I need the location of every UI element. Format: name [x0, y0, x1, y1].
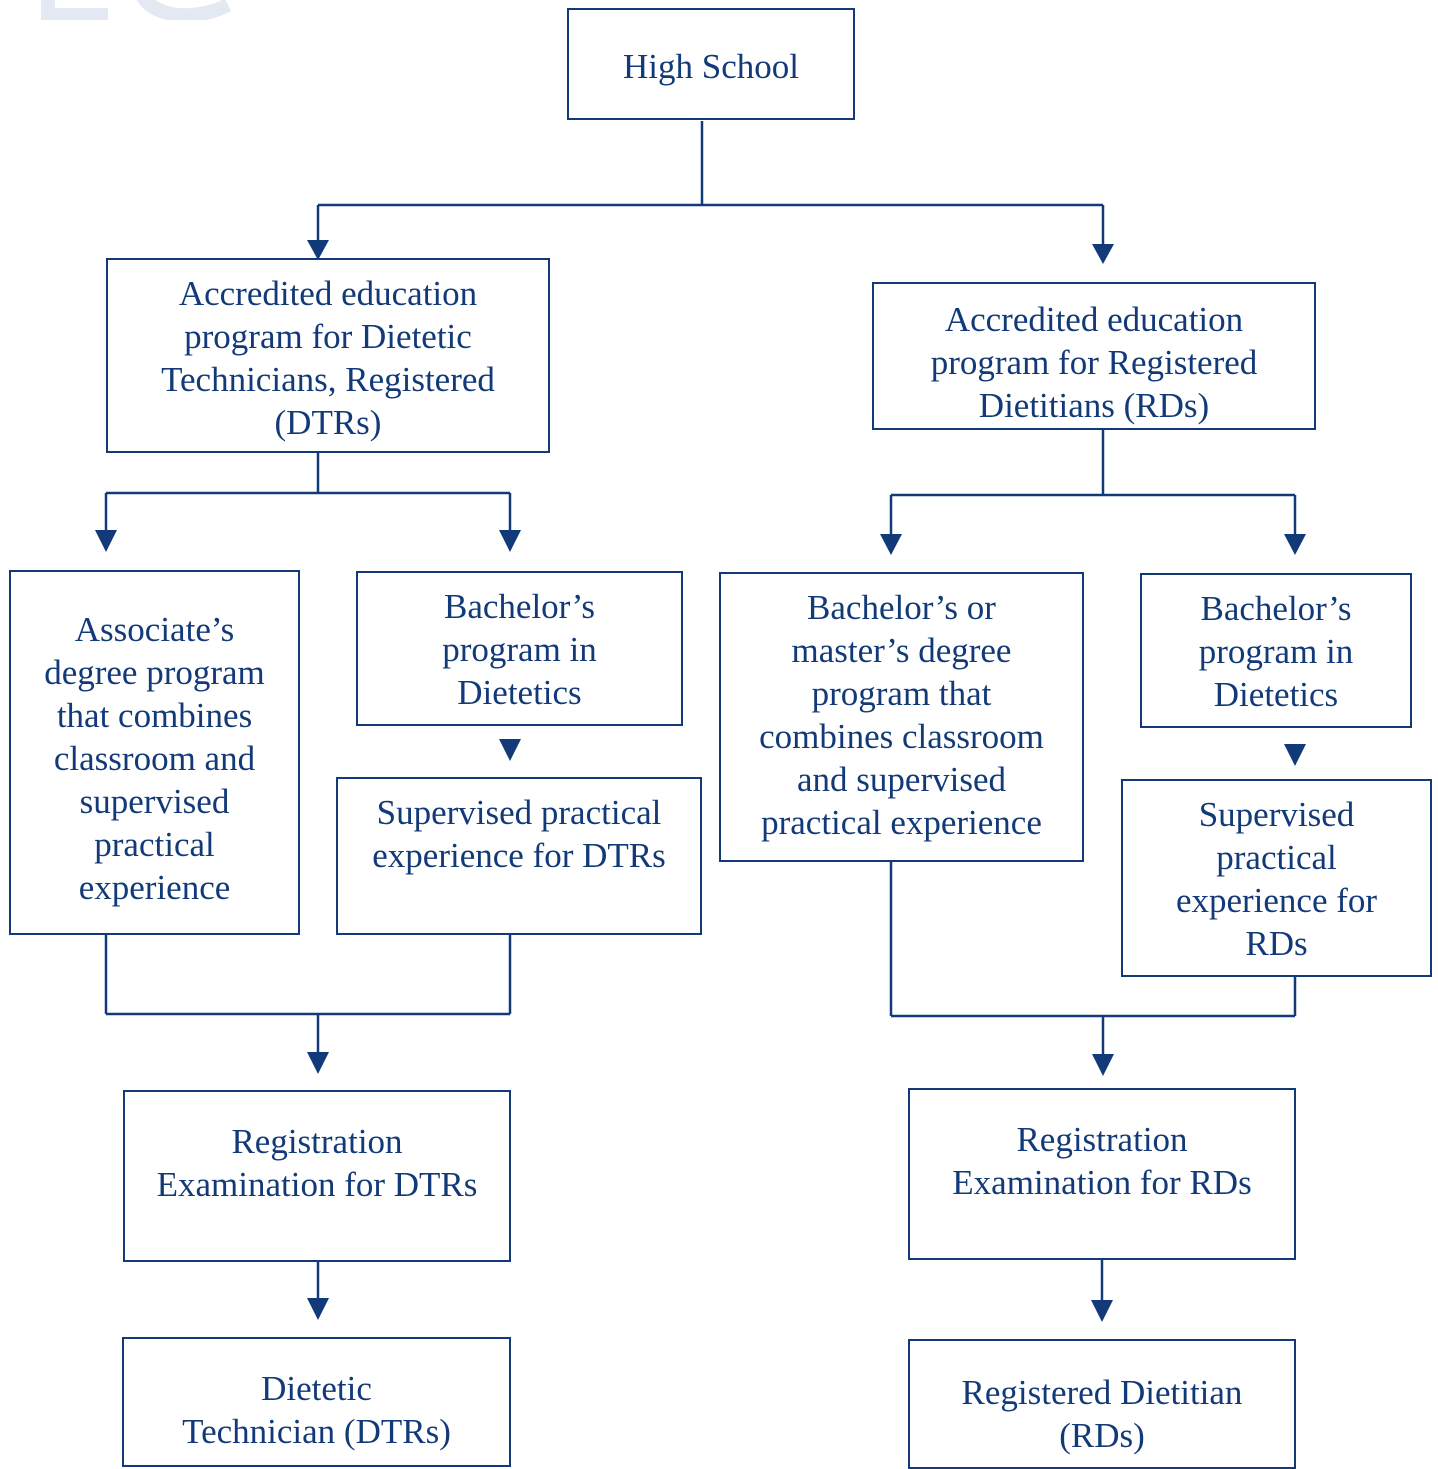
dtr-supervised-box: Supervised practical experience for DTRs	[336, 777, 702, 935]
rd-degree-box: Bachelor’s or master’s degree program th…	[719, 572, 1084, 862]
dtr-credential-box: Dietetic Technician (DTRs)	[122, 1337, 511, 1467]
rd-exam-label: Registration Examination for RDs	[952, 1120, 1252, 1202]
arrow-to-rd-supervised	[1284, 744, 1306, 766]
associates-degree-label: Associate’s degree program that combines…	[44, 610, 265, 907]
rd-program-label: Accredited education program for Registe…	[930, 300, 1258, 425]
dtr-exam-box: Registration Examination for DTRs	[123, 1090, 511, 1262]
high-school-label: High School	[623, 47, 799, 86]
rd-exam-box: Registration Examination for RDs	[908, 1088, 1296, 1260]
rd-bachelors-box: Bachelor’s program in Dietetics	[1140, 573, 1412, 728]
arrow-to-rd-bachelors	[1284, 534, 1306, 555]
arrow-to-rd-exam	[1092, 1054, 1114, 1076]
arrow-to-dtr-program	[307, 240, 329, 260]
associates-degree-box: Associate’s degree program that combines…	[9, 570, 300, 935]
watermark-logo	[41, 0, 232, 20]
arrow-to-dtr-supervised	[499, 739, 521, 761]
rd-supervised-box: Supervised practical experience for RDs	[1121, 779, 1432, 977]
dtr-program-label: Accredited education program for Dieteti…	[161, 274, 495, 442]
dtr-bachelors-label: Bachelor’s program in Dietetics	[442, 587, 597, 712]
arrow-to-rd-credential	[1091, 1300, 1113, 1322]
rd-bachelors-label: Bachelor’s program in Dietetics	[1198, 589, 1354, 714]
dtr-program-box: Accredited education program for Dieteti…	[106, 258, 550, 453]
arrow-to-rd-degree	[880, 534, 902, 555]
rd-supervised-label: Supervised practical experience for RDs	[1175, 795, 1378, 963]
dtr-exam-label: Registration Examination for DTRs	[156, 1122, 478, 1204]
rd-credential-label: Registered Dietitian (RDs)	[961, 1373, 1243, 1455]
dtr-credential-label: Dietetic Technician (DTRs)	[182, 1369, 451, 1451]
arrow-to-dtr-credential	[307, 1298, 329, 1320]
dtr-supervised-label: Supervised practical experience for DTRs	[372, 793, 666, 875]
rd-program-box: Accredited education program for Registe…	[872, 282, 1316, 430]
dtr-bachelors-box: Bachelor’s program in Dietetics	[356, 571, 683, 726]
arrow-to-rd-program	[1092, 244, 1114, 264]
arrow-to-dtr-exam	[307, 1052, 329, 1074]
rd-degree-label: Bachelor’s or master’s degree program th…	[759, 588, 1044, 842]
high-school-box: High School	[567, 8, 855, 120]
arrow-to-dtr-bachelors	[499, 530, 521, 552]
arrow-to-associates	[95, 530, 117, 552]
